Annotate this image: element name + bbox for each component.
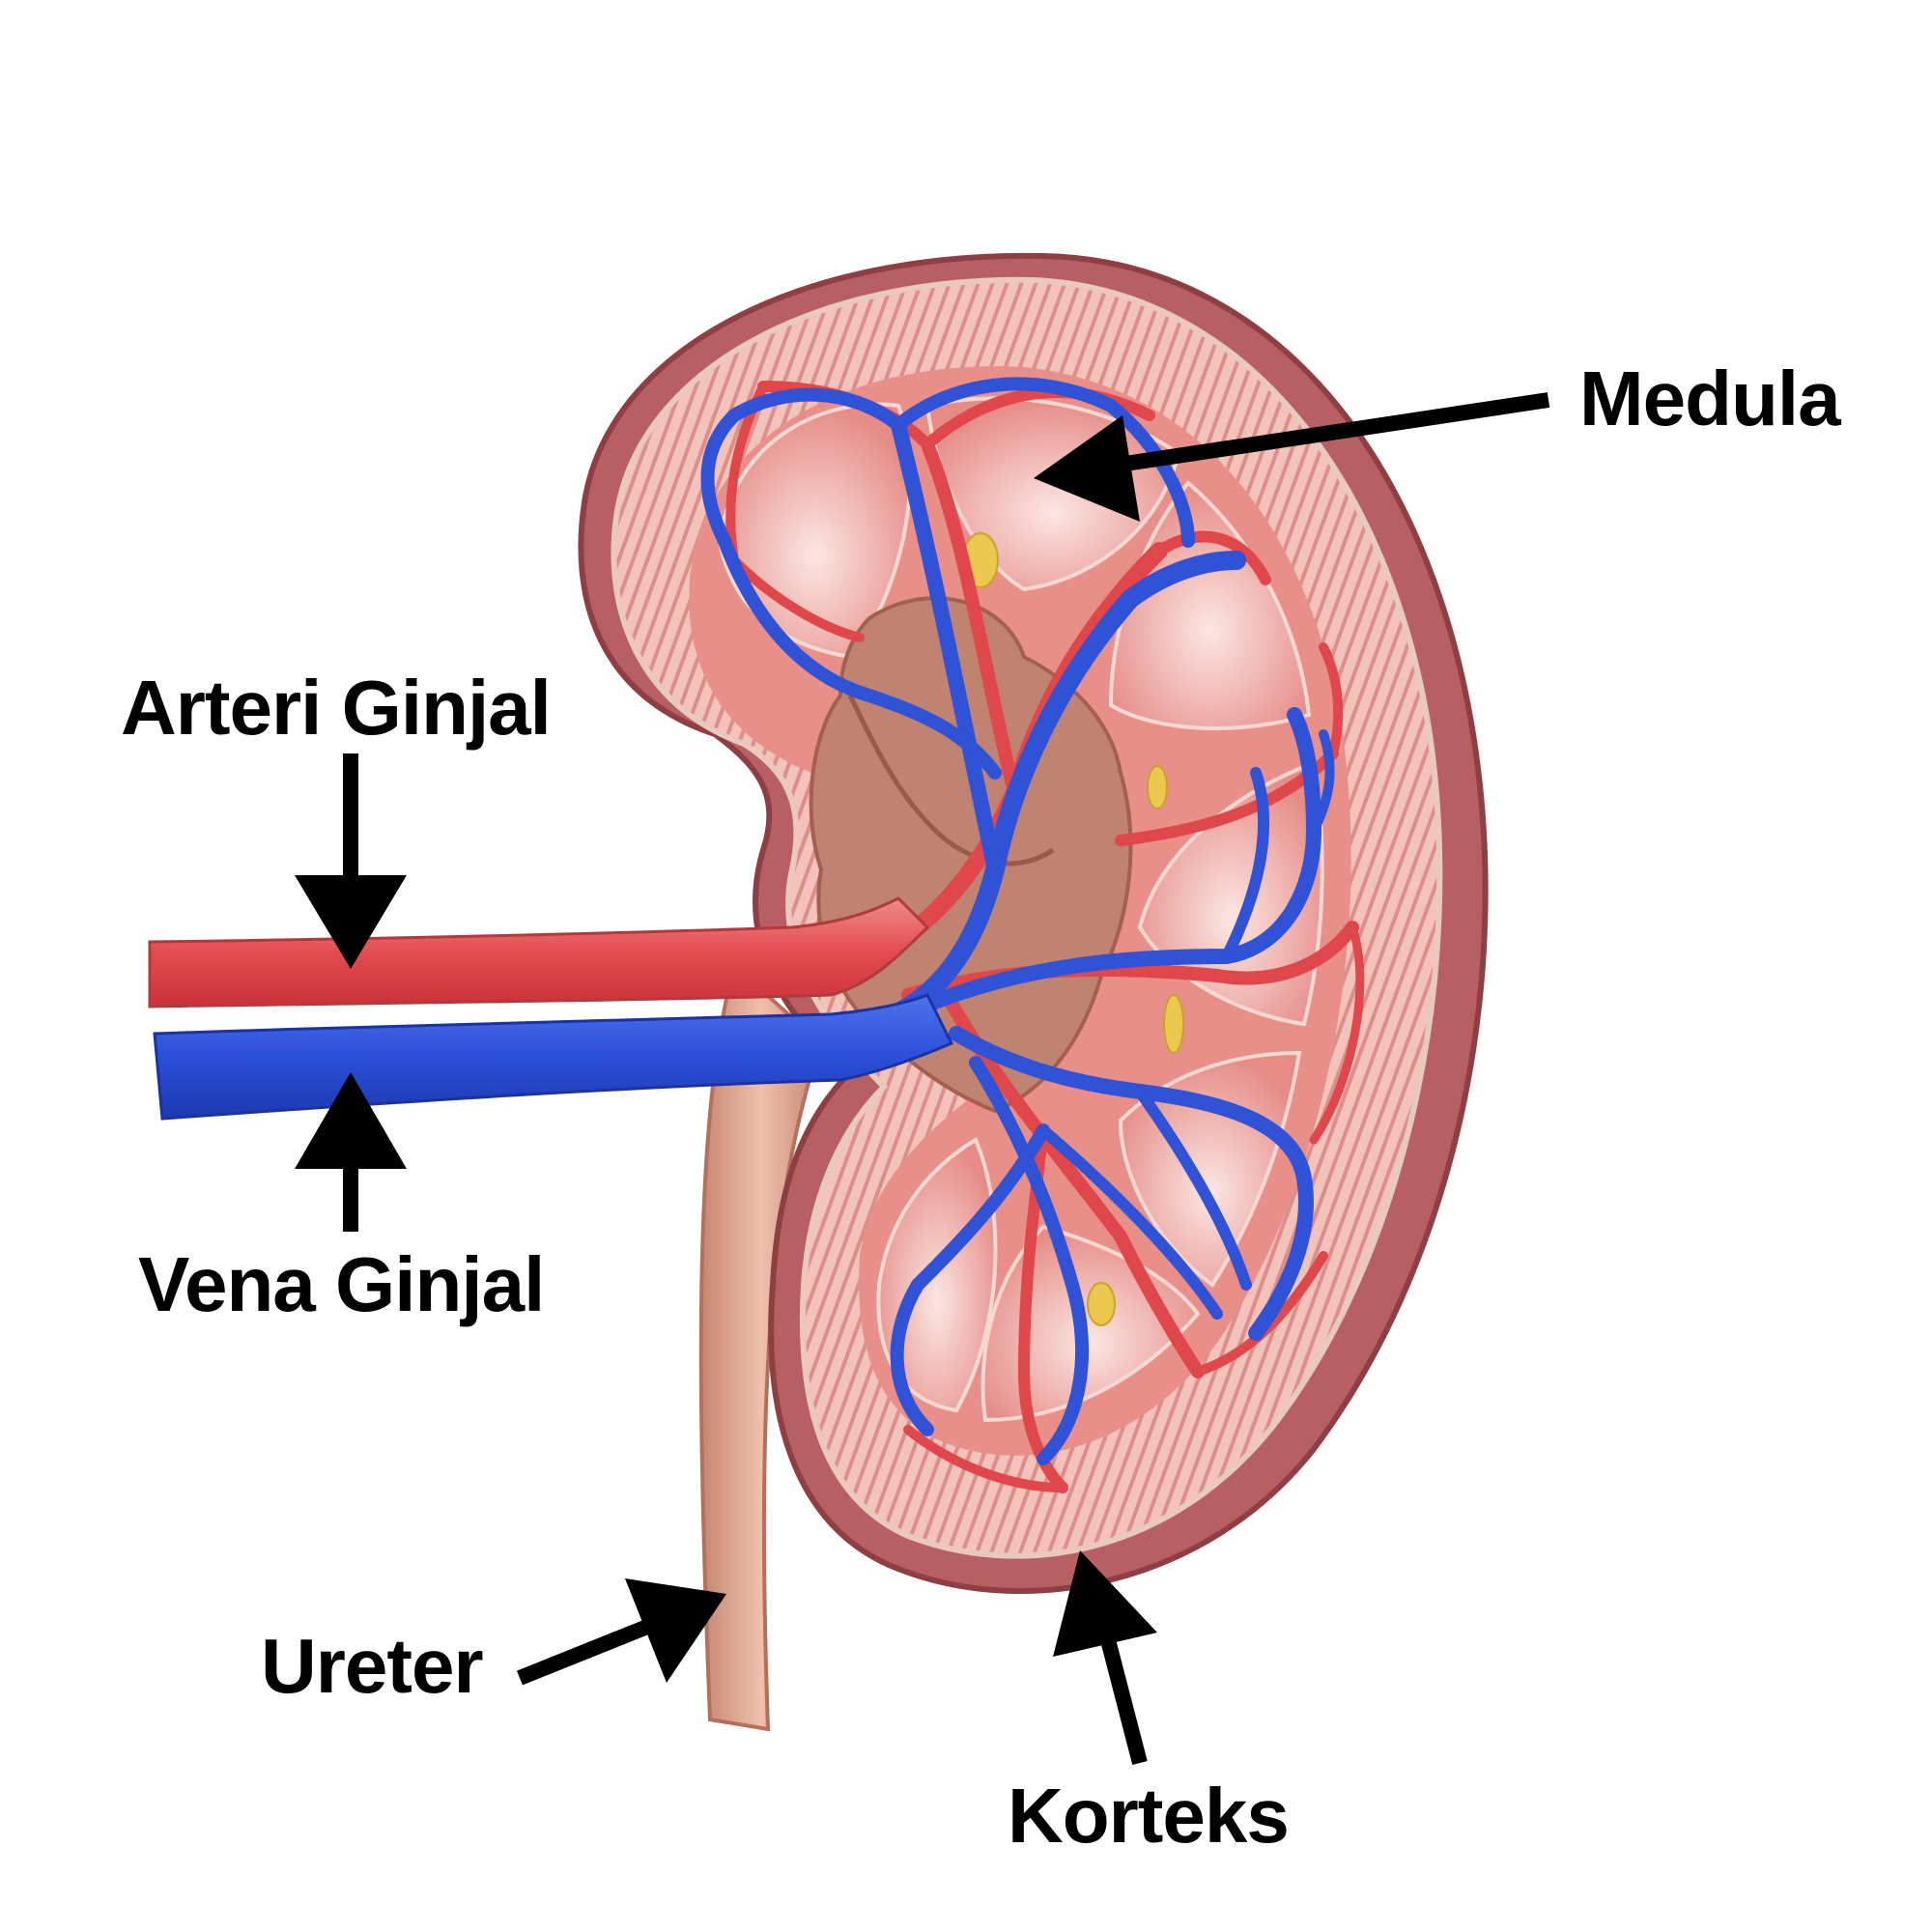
arteri-arrow xyxy=(295,753,407,969)
label-ureter: Ureter xyxy=(261,1623,484,1709)
label-vena-ginjal: Vena Ginjal xyxy=(138,1241,545,1327)
fat-deposits xyxy=(962,532,1184,1326)
pyramid-right-lower xyxy=(1118,1050,1302,1288)
ureter-arrow xyxy=(517,1578,726,1686)
label-medula: Medula xyxy=(1579,355,1841,441)
label-korteks: Korteks xyxy=(1008,1773,1290,1859)
medula-arrow xyxy=(1034,392,1550,522)
korteks-arrow xyxy=(1053,1550,1157,1766)
interlobar-arteries xyxy=(725,381,1365,1493)
arrows xyxy=(295,392,1550,1766)
renal-artery xyxy=(148,896,930,1009)
label-arteri-ginjal: Arteri Ginjal xyxy=(121,665,552,751)
vena-arrow xyxy=(295,1072,407,1232)
interlobar-veins xyxy=(700,377,1335,1465)
